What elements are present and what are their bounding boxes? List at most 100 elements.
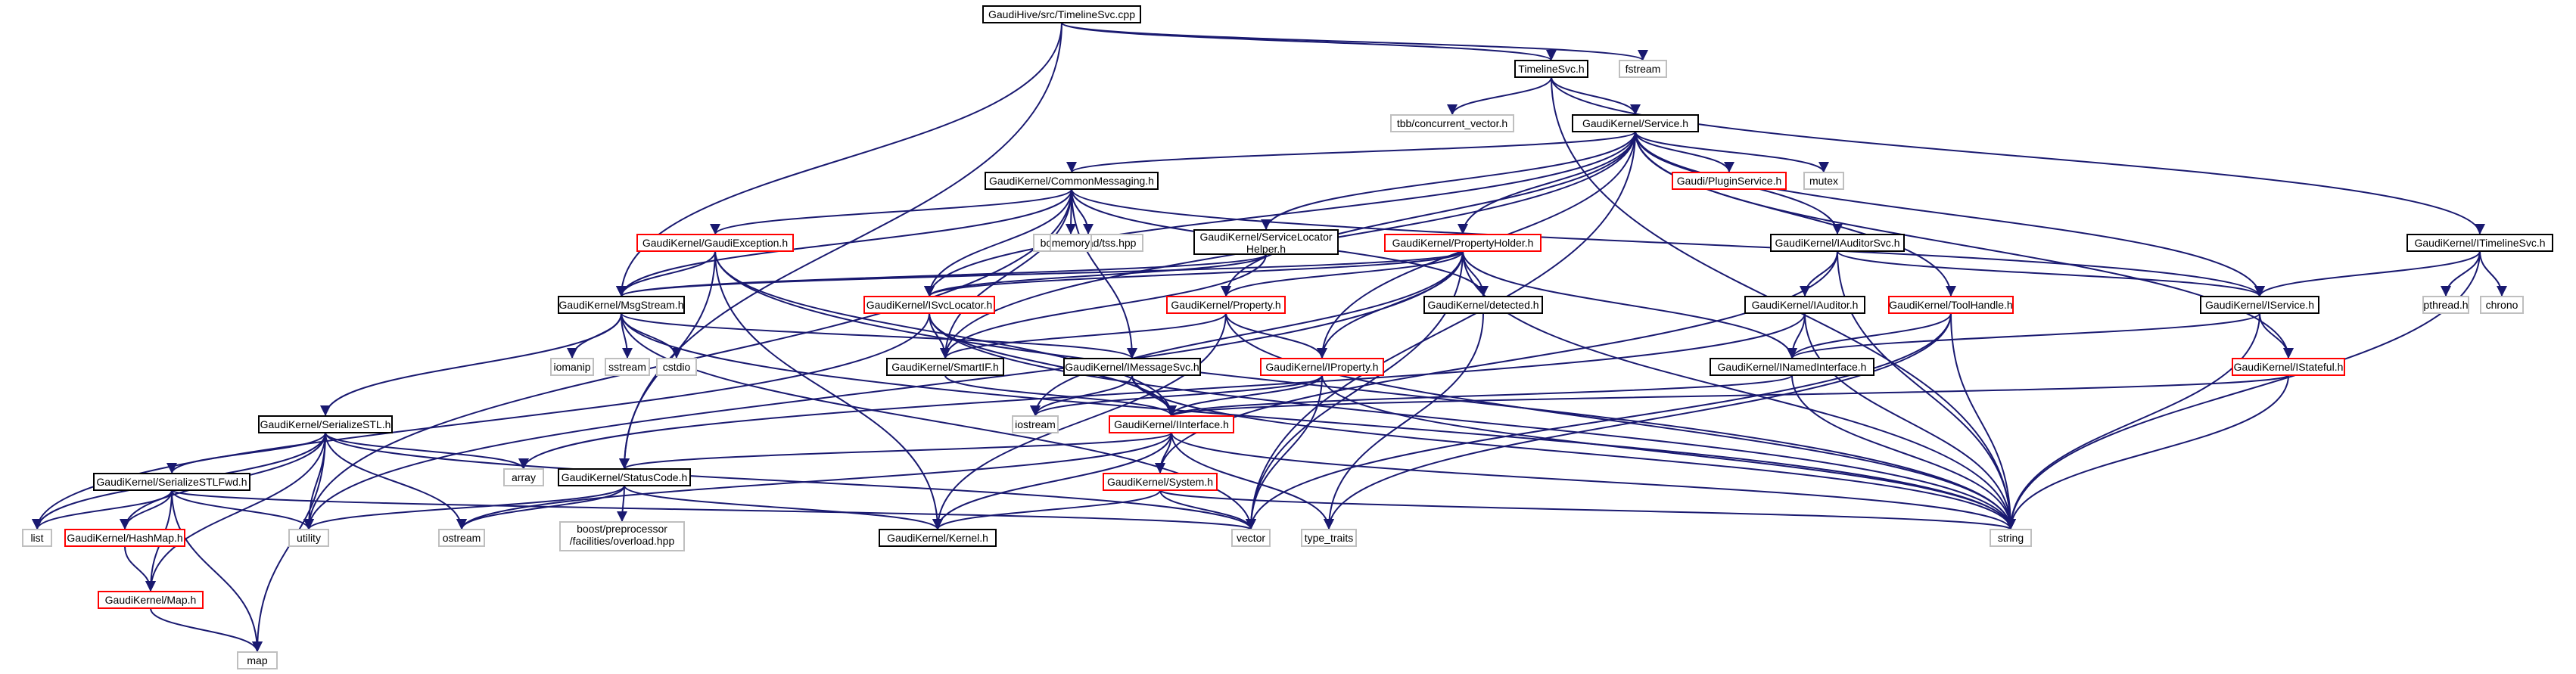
node-msgstream_h[interactable]: GaudiKernel/MsgStream.h bbox=[558, 296, 685, 314]
node-label-fstream: fstream bbox=[1626, 63, 1661, 75]
node-label-kernel_h: GaudiKernel/Kernel.h bbox=[887, 532, 988, 544]
node-detected_h[interactable]: GaudiKernel/detected.h bbox=[1423, 296, 1543, 314]
edge-serializestl_h-to-serializestlfwd_h bbox=[166, 432, 326, 474]
node-system_h[interactable]: GaudiKernel/System.h bbox=[1103, 473, 1218, 491]
node-label-list: list bbox=[30, 532, 43, 544]
edge-service_h-to-toolhandle_h bbox=[1635, 131, 1956, 297]
node-label-istateful_h: GaudiKernel/IStateful.h bbox=[2234, 361, 2344, 373]
edge-toolhandle_h-to-type_traits bbox=[1324, 312, 1952, 530]
nodes-layer: GaudiHive/src/TimelineSvc.cppTimelineSvc… bbox=[22, 5, 2553, 669]
node-vector: vector bbox=[1231, 529, 1271, 547]
node-box-iservice_h bbox=[2200, 296, 2319, 314]
node-box-servicelocatorhelper_h bbox=[1193, 229, 1339, 255]
node-imessagesvc_h[interactable]: GaudiKernel/IMessageSvc.h bbox=[1063, 358, 1201, 376]
node-iinterface_h[interactable]: GaudiKernel/IInterface.h bbox=[1109, 415, 1234, 433]
node-iproperty_h[interactable]: GaudiKernel/IProperty.h bbox=[1260, 358, 1384, 376]
edge-root-to-msgstream_h bbox=[616, 22, 1062, 297]
edge-propertyholder_h-to-iostream bbox=[1030, 250, 1464, 417]
node-label-overload: boost/preprocessor bbox=[577, 523, 667, 535]
node-label-iproperty_h: GaudiKernel/IProperty.h bbox=[1265, 361, 1378, 373]
edge-iauditor_h-to-array bbox=[518, 312, 1806, 470]
node-box-detected_h bbox=[1423, 296, 1543, 314]
edge-iproperty_h-to-iostream bbox=[1030, 374, 1323, 417]
node-box-inamedinterface_h bbox=[1710, 358, 1874, 376]
node-label-utility: utility bbox=[297, 532, 321, 544]
node-root[interactable]: GaudiHive/src/TimelineSvc.cpp bbox=[982, 5, 1141, 23]
node-box-list bbox=[22, 529, 52, 547]
edge-toolhandle_h-to-string bbox=[1950, 312, 2016, 530]
node-serializestl_h[interactable]: GaudiKernel/SerializeSTL.h bbox=[258, 415, 393, 433]
node-box-iproperty_h bbox=[1260, 358, 1384, 376]
node-box-iomanip bbox=[550, 358, 594, 376]
node-memory: memory bbox=[1050, 234, 1092, 252]
edge-msgstream_h-to-serializestl_h bbox=[320, 312, 622, 417]
edge-iauditorsvc_h-to-iauditor_h bbox=[1800, 250, 1838, 297]
node-isvclocator_h[interactable]: GaudiKernel/ISvcLocator.h bbox=[863, 296, 995, 314]
node-box-iauditorsvc_h bbox=[1770, 234, 1905, 252]
node-istateful_h[interactable]: GaudiKernel/IStateful.h bbox=[2232, 358, 2345, 376]
node-box-property_h bbox=[1166, 296, 1286, 314]
edge-commonmessaging_h-to-isvclocator_h bbox=[924, 188, 1072, 297]
edge-iproperty_h-to-vector bbox=[1246, 374, 1323, 530]
edge-itimelinesvc_h-to-chrono bbox=[2479, 250, 2507, 297]
node-pthread_h: pthread.h bbox=[2422, 296, 2469, 314]
node-serializestlfwd_h[interactable]: GaudiKernel/SerializeSTLFwd.h bbox=[93, 473, 250, 491]
node-concurrent_vector: tbb/concurrent_vector.h bbox=[1390, 114, 1514, 132]
node-box-istateful_h bbox=[2232, 358, 2345, 376]
edge-hashmap_h-to-map_h bbox=[124, 545, 156, 592]
node-gaudiexception_h[interactable]: GaudiKernel/GaudiException.h bbox=[636, 234, 794, 252]
node-label-sstream: sstream bbox=[608, 361, 646, 373]
node-service_h[interactable]: GaudiKernel/Service.h bbox=[1572, 114, 1699, 132]
edge-commonmessaging_h-to-iservice_h bbox=[1071, 188, 2265, 297]
node-box-smartif_h bbox=[886, 358, 1004, 376]
node-label-string: string bbox=[1998, 532, 2024, 544]
node-box-commonmessaging_h bbox=[985, 172, 1159, 190]
node-box-chrono bbox=[2480, 296, 2524, 314]
edge-iproperty_h-to-iinterface_h bbox=[1166, 374, 1323, 417]
node-label-propertyholder_h: GaudiKernel/PropertyHolder.h bbox=[1392, 237, 1534, 249]
node-label-inamedinterface_h: GaudiKernel/INamedInterface.h bbox=[1718, 361, 1867, 373]
node-property_h[interactable]: GaudiKernel/Property.h bbox=[1166, 296, 1286, 314]
node-label-pthread_h: pthread.h bbox=[2423, 299, 2468, 311]
node-overload: boost/preprocessor/facilities/overload.h… bbox=[559, 521, 685, 551]
node-itimelinesvc_h[interactable]: GaudiKernel/ITimelineSvc.h bbox=[2406, 234, 2553, 252]
node-box-gaudiexception_h bbox=[636, 234, 794, 252]
node-chrono: chrono bbox=[2480, 296, 2524, 314]
edge-serializestl_h-to-vector bbox=[325, 432, 1256, 530]
node-propertyholder_h[interactable]: GaudiKernel/PropertyHolder.h bbox=[1384, 234, 1542, 252]
node-box-cstdio bbox=[656, 358, 697, 376]
edge-statuscode_h-to-ostream bbox=[456, 485, 625, 530]
node-smartif_h[interactable]: GaudiKernel/SmartIF.h bbox=[886, 358, 1004, 376]
node-ostream: ostream bbox=[438, 529, 485, 547]
node-hashmap_h[interactable]: GaudiKernel/HashMap.h bbox=[64, 529, 185, 547]
node-box-fstream bbox=[1619, 60, 1667, 78]
node-box-statuscode_h bbox=[558, 468, 691, 486]
node-toolhandle_h[interactable]: GaudiKernel/ToolHandle.h bbox=[1888, 296, 2014, 314]
edge-itimelinesvc_h-to-iservice_h bbox=[2254, 250, 2481, 297]
node-cstdio: cstdio bbox=[656, 358, 697, 376]
edge-iauditor_h-to-string bbox=[1804, 312, 2016, 530]
node-label-iauditor_h: GaudiKernel/IAuditor.h bbox=[1752, 299, 1859, 311]
node-map_h[interactable]: GaudiKernel/Map.h bbox=[98, 591, 204, 609]
node-label-overload-line2: /facilities/overload.hpp bbox=[570, 535, 675, 547]
node-inamedinterface_h[interactable]: GaudiKernel/INamedInterface.h bbox=[1710, 358, 1874, 376]
edge-property_h-to-smartif_h bbox=[940, 312, 1227, 359]
edge-root-to-timelinesvc_h bbox=[1061, 22, 1557, 61]
node-timelinesvc_h[interactable]: TimelineSvc.h bbox=[1514, 60, 1588, 78]
node-pluginservice_h[interactable]: Gaudi/PluginService.h bbox=[1672, 172, 1787, 190]
edge-imessagesvc_h-to-string bbox=[1131, 374, 2016, 530]
edge-serializestlfwd_h-to-utility bbox=[171, 489, 314, 530]
node-commonmessaging_h[interactable]: GaudiKernel/CommonMessaging.h bbox=[985, 172, 1159, 190]
edge-serializestlfwd_h-to-vector bbox=[171, 489, 1256, 530]
node-label-vector: vector bbox=[1237, 532, 1265, 544]
node-kernel_h[interactable]: GaudiKernel/Kernel.h bbox=[879, 529, 997, 547]
node-statuscode_h[interactable]: GaudiKernel/StatusCode.h bbox=[558, 468, 691, 486]
node-label-mutex: mutex bbox=[1809, 175, 1838, 187]
node-box-root bbox=[982, 5, 1141, 23]
node-iauditor_h[interactable]: GaudiKernel/IAuditor.h bbox=[1744, 296, 1865, 314]
node-iservice_h[interactable]: GaudiKernel/IService.h bbox=[2200, 296, 2319, 314]
node-iauditorsvc_h[interactable]: GaudiKernel/IAuditorSvc.h bbox=[1770, 234, 1905, 252]
node-box-type_traits bbox=[1301, 529, 1357, 547]
node-label-serializestl_h: GaudiKernel/SerializeSTL.h bbox=[260, 418, 391, 430]
